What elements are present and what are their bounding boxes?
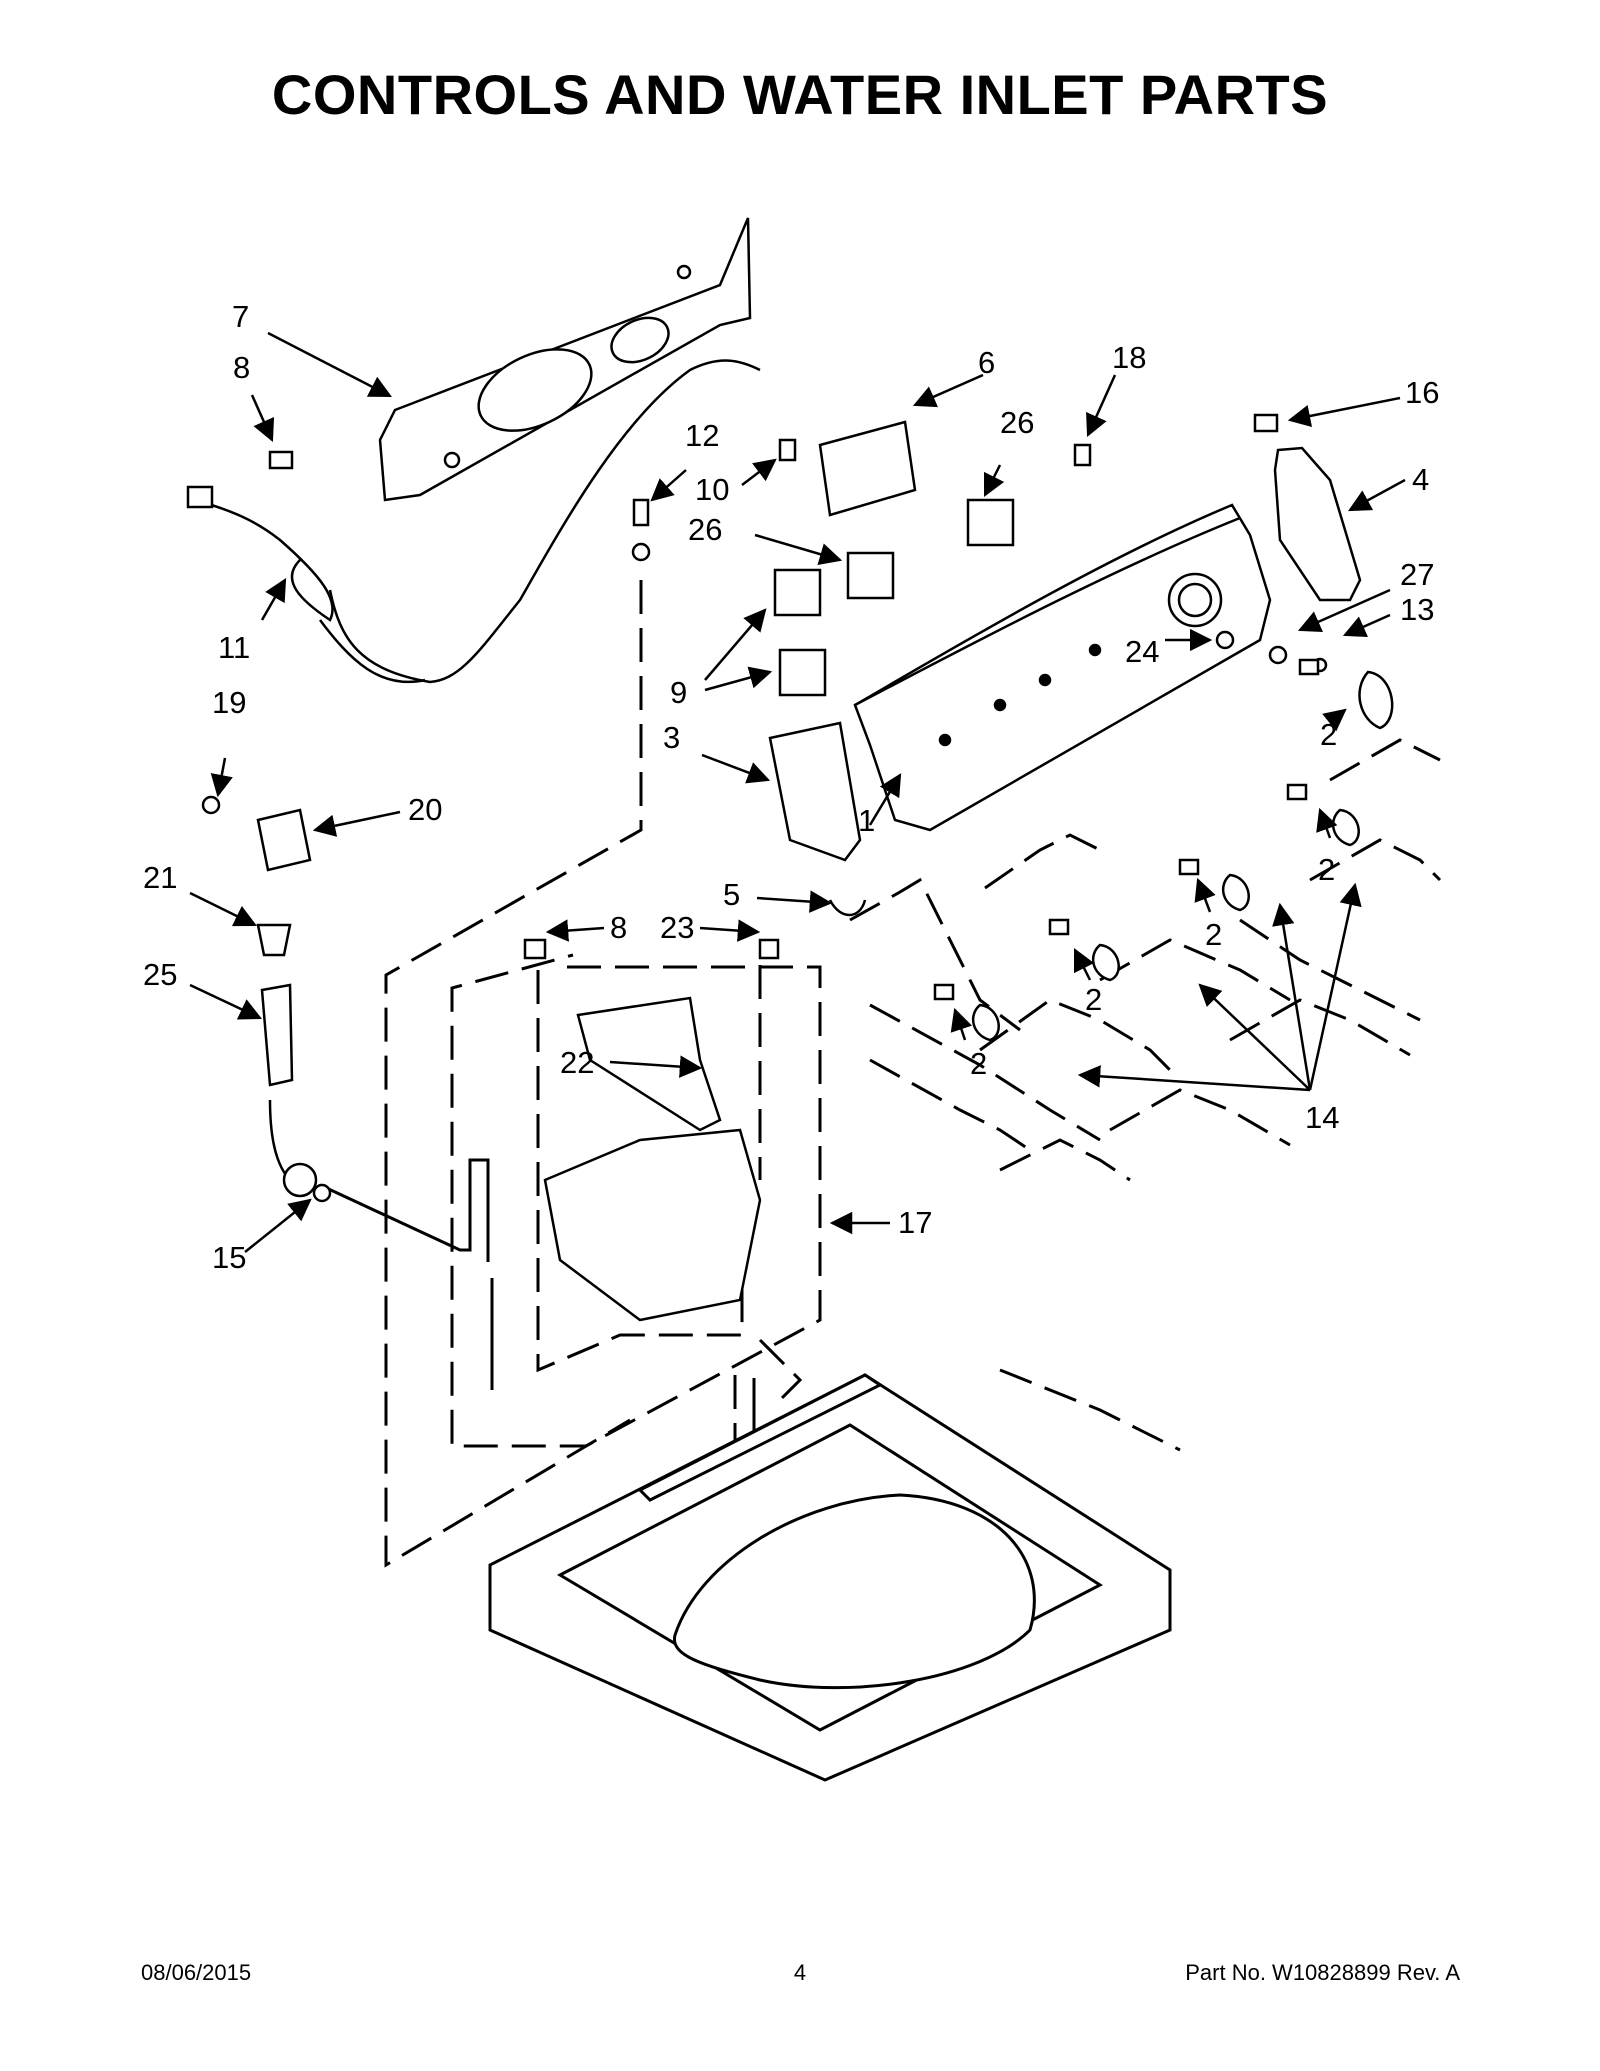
callout-11: 11: [218, 630, 250, 665]
callout-26-upper: 26: [1000, 405, 1034, 440]
callout-21: 21: [143, 860, 177, 895]
callout-13: 13: [1400, 592, 1434, 627]
callout-14: 14: [1305, 1100, 1339, 1135]
page-title: CONTROLS AND WATER INLET PARTS: [271, 63, 1329, 126]
callout-8-upper: 8: [233, 350, 250, 385]
callout-23: 23: [660, 910, 694, 945]
footer-date: 08/06/2015: [141, 1960, 252, 1985]
callout-16: 16: [1405, 375, 1439, 410]
callout-10: 10: [695, 472, 729, 507]
footer-part-number: Part No. W10828899 Rev. A: [1185, 1960, 1460, 1985]
callout-2-c: 2: [1205, 917, 1222, 952]
callout-1: 1: [858, 803, 875, 838]
rear-control-panel: [378, 217, 752, 502]
callout-7: 7: [232, 299, 249, 334]
power-cord: [186, 359, 761, 684]
callout-2-d: 2: [1085, 982, 1102, 1017]
callout-26-lower: 26: [688, 512, 722, 547]
callout-2-b: 2: [1318, 852, 1335, 887]
callout-12: 12: [685, 418, 719, 453]
callout-leaders: [189, 331, 1406, 1253]
callout-20: 20: [408, 792, 442, 827]
footer-page-number: 4: [793, 1960, 807, 1985]
callout-2-a: 2: [1320, 717, 1337, 752]
callout-4: 4: [1412, 462, 1429, 497]
callout-22: 22: [560, 1045, 594, 1080]
washer-top-cabinet: [488, 1373, 1172, 1782]
callout-2-e: 2: [970, 1046, 987, 1081]
callout-19: 19: [212, 685, 246, 720]
callout-9: 9: [670, 675, 687, 710]
assembly-guide-lines: [384, 580, 1442, 1570]
callout-15: 15: [212, 1240, 246, 1275]
small-parts: [201, 413, 1394, 1322]
callout-labels: 7 8 11 12 10 6 18 26 26 9 16 4 27 13 24 …: [143, 299, 1439, 1275]
callout-24: 24: [1125, 634, 1159, 669]
callout-27: 27: [1400, 557, 1434, 592]
callout-8-lower: 8: [610, 910, 627, 945]
callout-17: 17: [898, 1205, 932, 1240]
callout-6: 6: [978, 345, 995, 380]
control-console: [853, 503, 1272, 832]
callout-25: 25: [143, 957, 177, 992]
callout-3: 3: [663, 720, 680, 755]
callout-5: 5: [723, 877, 740, 912]
callout-18: 18: [1112, 340, 1146, 375]
